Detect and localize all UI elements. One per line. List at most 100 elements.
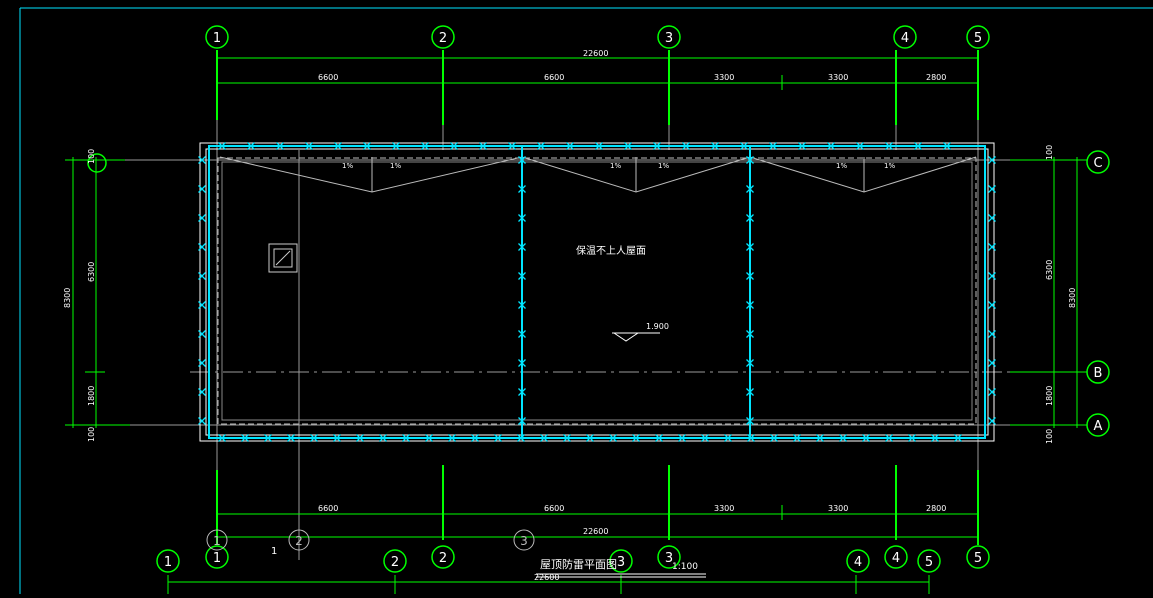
support-mark xyxy=(518,417,526,425)
left-axis-bubble xyxy=(87,153,107,173)
support-mark xyxy=(334,142,342,150)
lower-axis-bubbles xyxy=(156,549,941,573)
support-mark xyxy=(682,142,690,150)
support-mark xyxy=(247,142,255,150)
top-axis-labels: 1 2 3 4 5 xyxy=(213,31,982,46)
support-mark xyxy=(198,272,206,280)
support-mark xyxy=(827,142,835,150)
support-mark xyxy=(305,142,313,150)
dimension-text: 2800 xyxy=(926,73,946,82)
roof-hatch xyxy=(268,243,298,273)
support-mark xyxy=(425,434,433,442)
support-mark xyxy=(421,142,429,150)
support-mark xyxy=(518,214,526,222)
support-mark xyxy=(862,434,870,442)
right-axis-labels: C B A xyxy=(1093,156,1102,434)
support-mark xyxy=(540,434,548,442)
axis-label: B xyxy=(1094,366,1103,381)
support-mark xyxy=(198,330,206,338)
support-mark xyxy=(746,330,754,338)
offset-axis-bubbles xyxy=(206,529,535,551)
support-mark xyxy=(356,434,364,442)
support-mark xyxy=(198,359,206,367)
support-mark xyxy=(218,142,226,150)
bottom-total-dimension: 22600 xyxy=(583,527,608,536)
support-mark xyxy=(310,434,318,442)
support-mark xyxy=(746,214,754,222)
support-mark xyxy=(241,434,249,442)
dimension-text: 3300 xyxy=(828,73,848,82)
axis-label: 2 xyxy=(391,555,399,570)
support-mark xyxy=(518,330,526,338)
support-mark xyxy=(448,434,456,442)
support-mark xyxy=(747,434,755,442)
support-mark xyxy=(701,434,709,442)
support-mark xyxy=(746,301,754,309)
axis-label: 2 xyxy=(439,31,447,46)
support-mark xyxy=(198,214,206,222)
support-mark xyxy=(218,434,226,442)
axis-label: 3 xyxy=(665,551,673,566)
dimension-text: 2800 xyxy=(926,504,946,513)
support-mark xyxy=(988,330,996,338)
support-mark xyxy=(392,142,400,150)
support-mark xyxy=(198,185,206,193)
bottom-dimension-lines xyxy=(216,465,979,545)
top-dimension-lines xyxy=(216,50,979,125)
axis-label: 3 xyxy=(617,555,625,570)
support-mark xyxy=(988,272,996,280)
support-mark xyxy=(276,142,284,150)
support-mark xyxy=(988,185,996,193)
support-mark xyxy=(518,301,526,309)
support-mark xyxy=(586,434,594,442)
dimension-text: 6300 xyxy=(87,262,96,282)
slope-labels: 1% 1% 1% 1% 1% 1% xyxy=(342,162,895,170)
support-mark xyxy=(746,243,754,251)
support-mark xyxy=(518,272,526,280)
slope-label: 1% xyxy=(836,162,847,170)
support-mark xyxy=(885,142,893,150)
drawing-scale: 1:100 xyxy=(672,562,698,572)
support-mark xyxy=(518,156,526,164)
support-mark xyxy=(198,243,206,251)
axis-label: 1 xyxy=(213,31,221,46)
support-mark xyxy=(287,434,295,442)
support-mark xyxy=(563,434,571,442)
dimension-text: 6600 xyxy=(544,504,564,513)
lightning-support-marks xyxy=(198,142,996,442)
support-mark xyxy=(518,185,526,193)
slope-label: 1% xyxy=(342,162,353,170)
axis-label: 5 xyxy=(974,31,982,46)
support-mark xyxy=(450,142,458,150)
support-mark xyxy=(988,388,996,396)
left-dimension-lines xyxy=(65,157,130,428)
support-mark xyxy=(379,434,387,442)
axis-label: 4 xyxy=(892,551,900,566)
axis-label: 4 xyxy=(901,31,909,46)
axis-label: 2 xyxy=(439,551,447,566)
support-mark xyxy=(624,142,632,150)
support-mark xyxy=(798,142,806,150)
support-mark xyxy=(198,156,206,164)
dimension-text: 3300 xyxy=(714,73,734,82)
support-mark xyxy=(518,243,526,251)
left-dimensions: 8300 6300 1800 100 100 xyxy=(63,149,96,442)
support-mark xyxy=(471,434,479,442)
roof-note: 保温不上人屋面 xyxy=(576,244,646,257)
dimension-text: 3300 xyxy=(828,504,848,513)
support-mark xyxy=(793,434,801,442)
bottom-span-dimensions: 6600 6600 3300 3300 2800 xyxy=(318,504,946,513)
support-mark xyxy=(856,142,864,150)
dimension-text: 3300 xyxy=(714,504,734,513)
lightning-protection-belt xyxy=(208,145,986,439)
axis-label: 5 xyxy=(925,555,933,570)
support-mark xyxy=(746,359,754,367)
axis-label: 3 xyxy=(665,31,673,46)
support-mark xyxy=(988,214,996,222)
support-mark xyxy=(908,434,916,442)
support-mark xyxy=(632,434,640,442)
lower-axis-lines xyxy=(167,575,930,594)
drawing-title: 屋顶防雷平面图 xyxy=(540,557,617,571)
support-mark xyxy=(333,434,341,442)
